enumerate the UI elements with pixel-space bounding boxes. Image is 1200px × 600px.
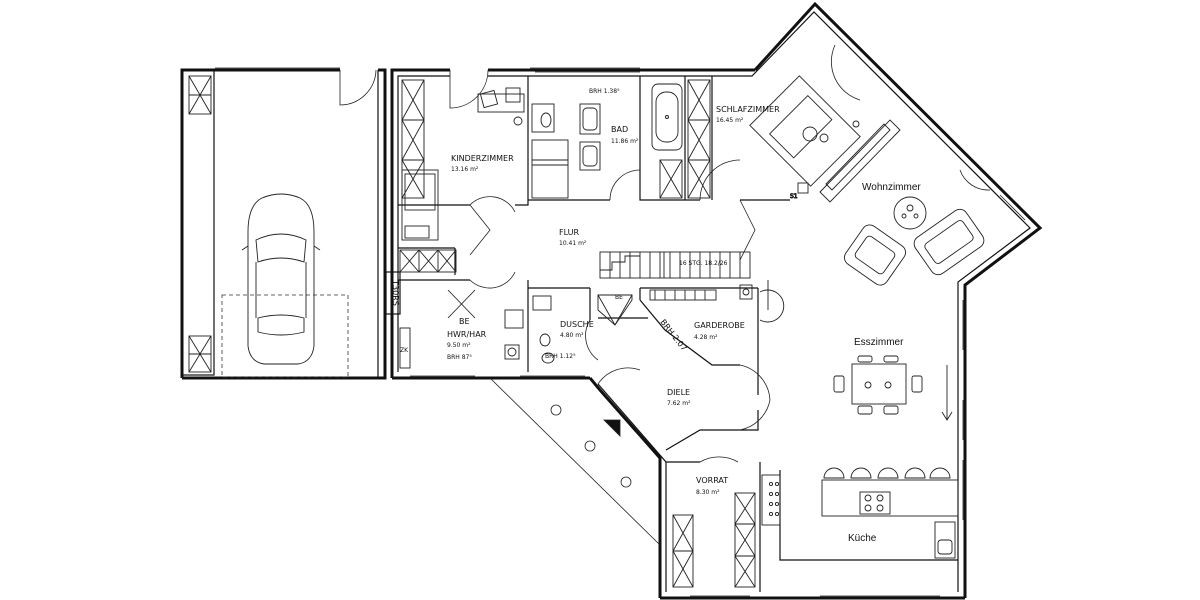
room-dusche-brh: BRH 1.12⁵ bbox=[545, 353, 576, 360]
coat-rack-icon bbox=[649, 280, 785, 323]
kitchen-counter-icon bbox=[761, 474, 959, 559]
room-bad-name: BAD bbox=[611, 125, 628, 134]
room-schlafzimmer-name: SCHLAFZIMMER bbox=[716, 105, 780, 114]
arrow-down-icon bbox=[941, 365, 953, 421]
room-hwr-be: BE bbox=[459, 317, 470, 326]
entrance-path bbox=[489, 377, 661, 546]
room-garderobe-brh: BRH 2.07 bbox=[658, 318, 688, 353]
bathtub-icon bbox=[651, 83, 683, 151]
staircase bbox=[599, 251, 751, 279]
room-kinderzimmer-area: 13.16 m² bbox=[451, 166, 479, 173]
sofa-icon bbox=[844, 208, 985, 286]
room-garderobe-name: GARDEROBE bbox=[694, 321, 745, 330]
room-esszimmer-name: Esszimmer bbox=[854, 337, 904, 348]
desk-icon bbox=[477, 87, 525, 126]
stairs-label: 16 STG. 18.2/26 bbox=[679, 260, 728, 267]
room-garderobe-area: 4.28 m² bbox=[694, 334, 718, 341]
room-dusche-area: 4.80 m² bbox=[560, 332, 584, 339]
room-bad-brh: BRH 1.38⁵ bbox=[589, 88, 620, 95]
coffee-table-icon bbox=[893, 196, 927, 230]
room-wohnzimmer-name: Wohnzimmer bbox=[862, 182, 921, 193]
room-dusche-name: DUSCHE bbox=[560, 320, 594, 329]
room-hwr-brh: BRH 87⁵ bbox=[447, 354, 472, 361]
windows bbox=[215, 67, 1026, 597]
wardrobes bbox=[399, 79, 756, 588]
car-icon bbox=[241, 193, 321, 365]
exterior-walls bbox=[390, 1, 1043, 600]
room-diele-name: DIELE bbox=[667, 388, 690, 397]
fireplace-icon: S1 bbox=[790, 119, 901, 203]
room-hwr-area: 9.50 m² bbox=[447, 342, 471, 349]
zk-label: ZK bbox=[400, 347, 409, 354]
room-vorrat-area: 8.30 m² bbox=[696, 489, 720, 496]
fireplace-label: S1 bbox=[790, 193, 798, 200]
dining-table-icon bbox=[833, 355, 923, 415]
garage-shelves bbox=[188, 75, 212, 373]
room-bad-area: 11.86 m² bbox=[611, 138, 639, 145]
bath-fixtures-icon bbox=[531, 103, 601, 199]
laundry-fixtures-icon bbox=[399, 289, 524, 369]
room-schlafzimmer-area: 16.45 m² bbox=[716, 117, 744, 124]
door-swings bbox=[449, 44, 991, 463]
fire-door-label: T30RS bbox=[391, 279, 400, 306]
room-diele-area: 7.62 m² bbox=[667, 400, 691, 407]
room-kinderzimmer-name: KINDERZIMMER bbox=[451, 154, 514, 163]
room-garderobe-be: BE bbox=[615, 294, 623, 301]
kids-bed-icon bbox=[401, 169, 439, 241]
room-flur-name: FLUR bbox=[559, 228, 580, 237]
room-vorrat-name: VORRAT bbox=[696, 476, 728, 485]
interior-walls bbox=[398, 76, 958, 592]
garage bbox=[180, 68, 387, 380]
room-kueche-name: Küche bbox=[848, 533, 877, 544]
room-flur-area: 10.41 m² bbox=[559, 240, 587, 247]
double-bed-icon bbox=[749, 75, 861, 187]
bar-stools-icon bbox=[823, 467, 951, 479]
room-hwr-name: HWR/HAR bbox=[447, 330, 487, 339]
shower-fixtures-icon bbox=[532, 294, 633, 364]
